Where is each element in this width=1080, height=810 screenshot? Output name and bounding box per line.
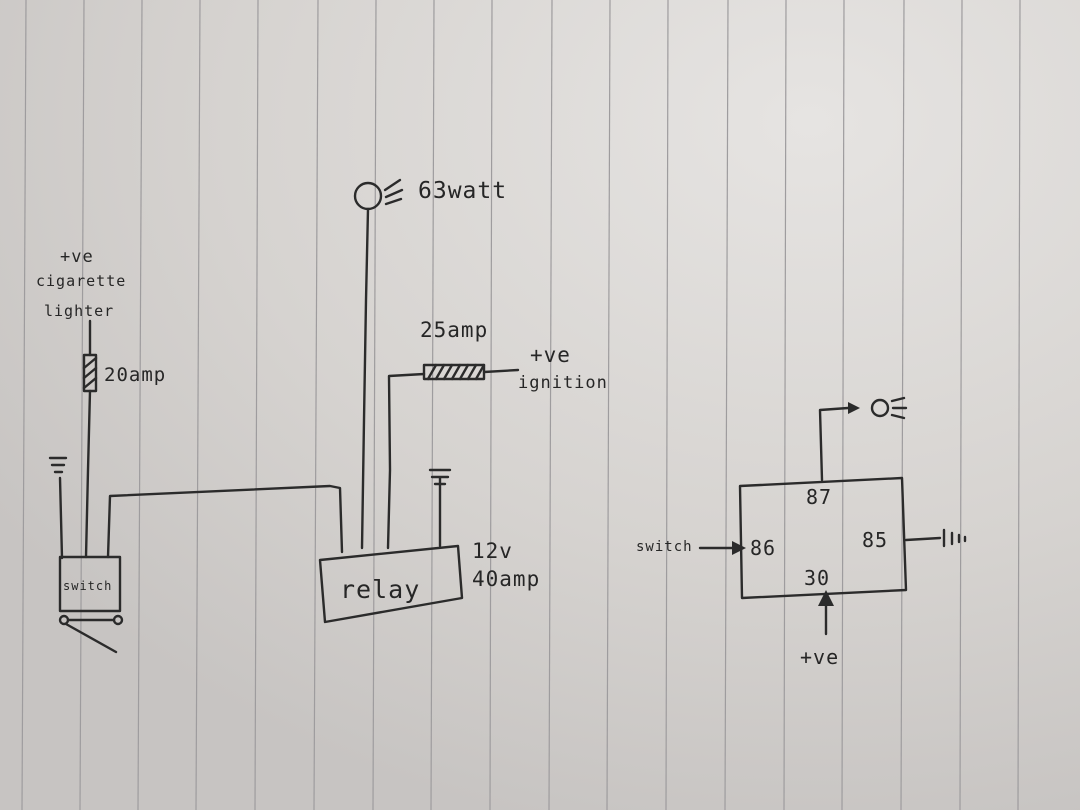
relay-box [318,544,464,624]
supply-label-line2: cigarette [36,272,126,290]
pin-30-arrow-icon [818,590,834,606]
switch-box [58,555,122,613]
arrow-to-lamp-icon [848,402,860,414]
switch-ground-wire [58,476,64,560]
relay-ground-icon [428,468,452,486]
switch-ground-icon [48,456,68,474]
pin-87-wire [818,406,850,482]
ignition-lead [482,368,520,374]
fuse-left-label: 20amp [104,364,166,386]
ruled-lines [21,0,1021,810]
lamp-wire [360,207,370,550]
pin-30-label: 30 [804,566,830,590]
trigger-wire [106,484,344,559]
ignition-wire [386,372,426,550]
pinout-box [738,476,908,600]
pinout-switch-label: switch [636,539,693,555]
supply-label-line3: lighter [44,302,114,320]
pin-85-label: 85 [862,528,888,552]
fuse-right-label: 25amp [420,318,488,342]
relay-pinout: 87 86 85 30 switch +ve [636,396,967,669]
ignition-label-line2: ignition [518,373,608,393]
supply-label-line1: +ve [60,247,94,267]
pin-86-label: 86 [750,536,776,560]
relay-rating-line1: 12v [472,539,513,563]
fuse-left-hatching [82,356,98,390]
relay-label: relay [340,575,420,604]
switch-label: switch [63,579,112,593]
pin-85-wire [904,536,942,542]
lamp-label: 63watt [418,178,507,204]
fuse-right-hatching [426,363,486,381]
lamp-rays-icon [383,178,404,206]
pinout-supply-label: +ve [800,645,839,669]
switch-lever-icon [64,618,118,654]
relay-rating-line2: 40amp [472,567,540,591]
pinout-lamp-rays-icon [890,396,908,420]
supply-wire [84,319,92,559]
pinout-lamp-icon [870,398,890,418]
pin-86-arrow-icon [732,541,746,555]
pin-87-label: 87 [806,485,832,509]
ignition-label-line1: +ve [530,343,571,367]
pin-85-ground-icon [942,528,967,548]
left-circuit: 63watt 25amp +ve ignition relay 12v 40am… [36,178,608,654]
